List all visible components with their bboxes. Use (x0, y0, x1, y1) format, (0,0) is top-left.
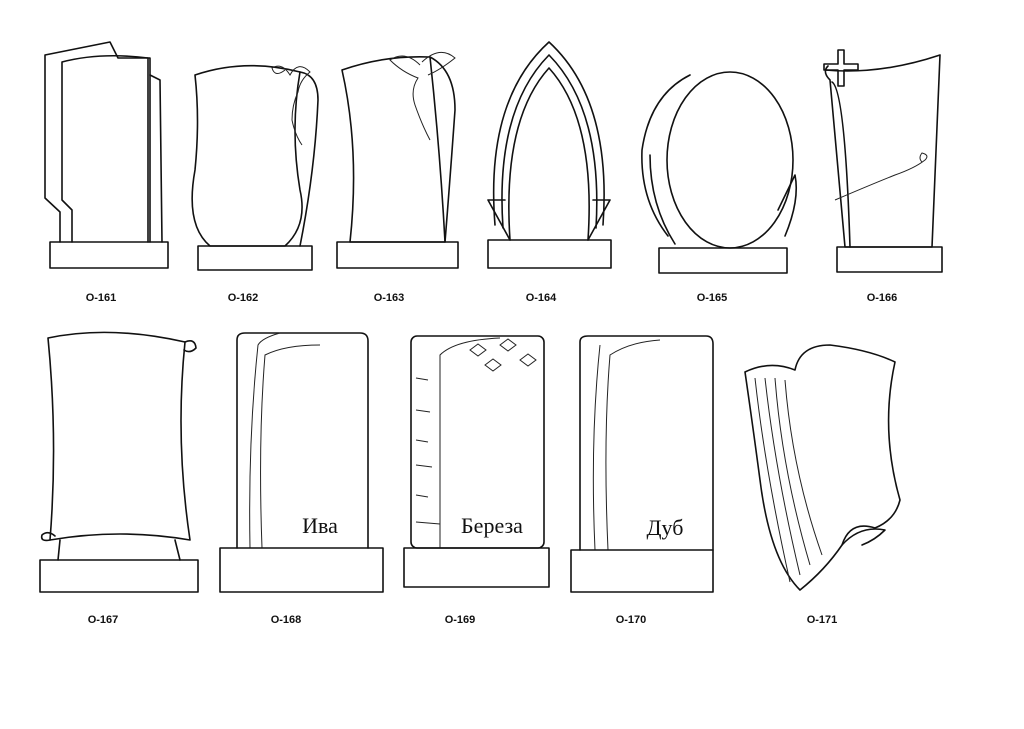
item-code-label: O-168 (270, 614, 302, 626)
monument-o164-drawing (487, 41, 612, 269)
item-code-label: O-169 (444, 614, 476, 626)
item-code-label: O-167 (87, 614, 119, 626)
monument-o166-drawing (823, 49, 943, 273)
item-code-label: O-163 (373, 292, 405, 304)
item-code-label: O-164 (525, 292, 557, 304)
item-code-label: O-162 (227, 292, 259, 304)
item-code-label: O-166 (866, 292, 898, 304)
monument-o163-drawing (336, 51, 459, 269)
monument-o171-drawing (744, 344, 901, 591)
item-code-label: O-171 (806, 614, 838, 626)
item-code-label: O-165 (696, 292, 728, 304)
monument-o168-drawing: Ива (219, 332, 384, 593)
monument-o169-drawing: Береза (403, 335, 550, 588)
monument-o170-drawing: Дуб (570, 335, 714, 593)
engraving-text: Береза (461, 513, 523, 538)
engraving-text: Ива (302, 513, 338, 538)
monument-o162-drawing (191, 64, 319, 271)
monument-o165-drawing (641, 71, 798, 274)
monument-o161-drawing (44, 41, 169, 269)
item-code-label: O-161 (85, 292, 117, 304)
item-code-label: O-170 (615, 614, 647, 626)
monument-o167-drawing (39, 331, 199, 593)
engraving-text: Дуб (647, 515, 684, 540)
